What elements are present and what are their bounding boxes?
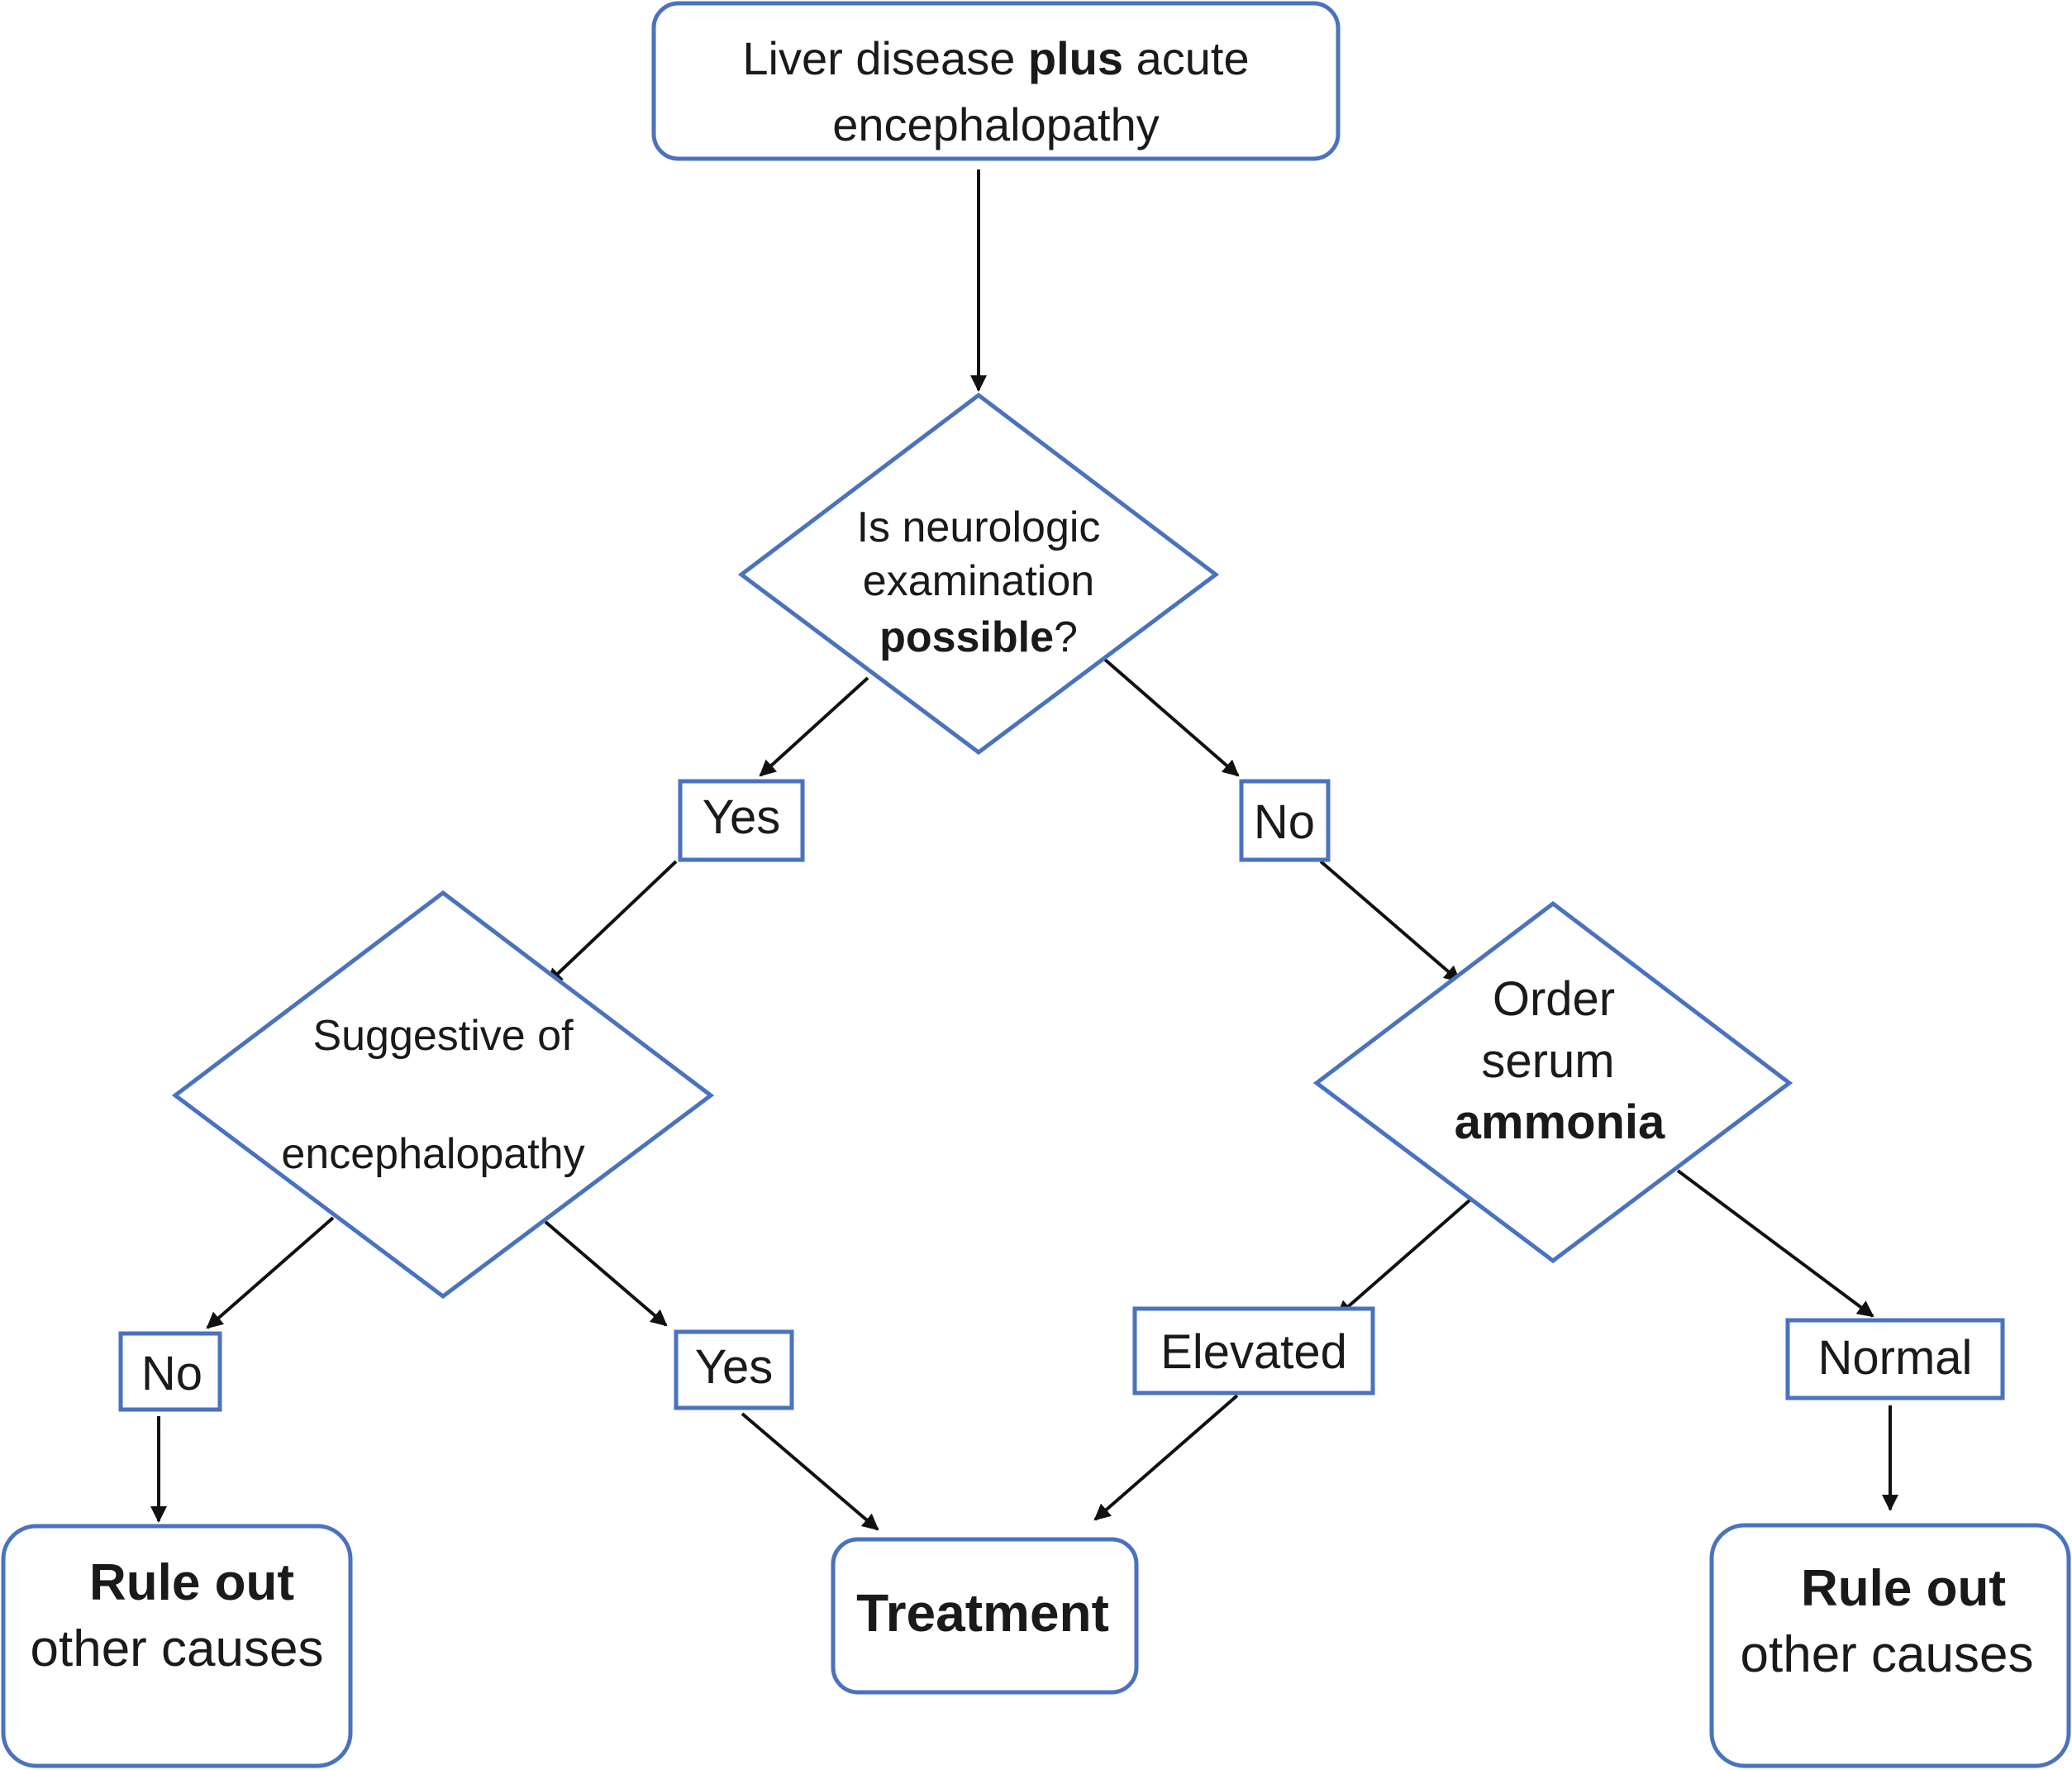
ammonia-line-2: serum	[1481, 1034, 1614, 1088]
svg-text:Yes: Yes	[703, 790, 781, 844]
arrow-yes-to-treatment	[741, 1412, 879, 1531]
arrow-ammonia-to-normal	[1676, 1169, 1874, 1318]
svg-text:No: No	[1254, 795, 1315, 849]
end-treatment: Treatment	[831, 1537, 1139, 1695]
svg-text:other causes: other causes	[1741, 1626, 2034, 1683]
svg-text:Elevated: Elevated	[1160, 1325, 1347, 1379]
hepatic-line-3: encephalopathy	[281, 1130, 584, 1178]
svg-text:Treatment: Treatment	[856, 1583, 1109, 1643]
svg-text:other causes: other causes	[31, 1620, 324, 1677]
svg-text:Rule out: Rule out	[1801, 1560, 2006, 1617]
ammonia-line-3: ammonia	[1455, 1095, 1665, 1149]
label-normal: Normal	[1785, 1318, 2005, 1400]
decision-ammonia-node: Order serum ammonia	[1312, 900, 1793, 1264]
exam-line-3: possible?	[879, 613, 1078, 661]
start-line-1: Liver disease plus acute	[742, 32, 1249, 84]
svg-text:Rule out: Rule out	[89, 1554, 294, 1611]
label-no-left: No	[118, 1331, 222, 1412]
start-node: Liver disease plus acute encephalopathy	[651, 1, 1341, 161]
svg-text:Yes: Yes	[695, 1340, 774, 1394]
arrow-hepatic-to-yes	[544, 1220, 668, 1327]
decision-exam-node: Is neurologic examination possible?	[737, 392, 1220, 756]
label-no-top: No	[1239, 779, 1331, 862]
end-ruleout-left: Rule out other causes	[1, 1524, 353, 1768]
exam-line-1: Is neurologic	[857, 503, 1101, 551]
arrow-ammonia-to-elevated	[1336, 1193, 1478, 1318]
arrow-yes-to-hepatic	[545, 860, 678, 985]
arrow-no-to-ammonia	[1319, 860, 1461, 983]
svg-text:No: No	[141, 1347, 202, 1400]
arrow-exam-to-no	[1103, 657, 1240, 777]
start-line-2: encephalopathy	[832, 98, 1159, 150]
label-yes-mid: Yes	[674, 1329, 794, 1410]
exam-line-2: examination	[863, 557, 1094, 605]
decision-hepatic-node: Suggestive of encephalopathy	[171, 890, 715, 1300]
edges	[150, 169, 1898, 1531]
label-elevated: Elevated	[1132, 1306, 1375, 1395]
arrow-hepatic-to-no	[206, 1216, 335, 1329]
label-yes-top: Yes	[678, 779, 805, 862]
ammonia-line-1: Order	[1493, 972, 1615, 1026]
svg-text:Normal: Normal	[1818, 1331, 1973, 1385]
arrow-elevated-to-treatment	[1093, 1394, 1239, 1521]
end-ruleout-right: Rule out other causes	[1709, 1523, 2071, 1768]
arrow-exam-to-yes	[759, 676, 869, 777]
hepatic-line-1: Suggestive of	[312, 1012, 574, 1060]
